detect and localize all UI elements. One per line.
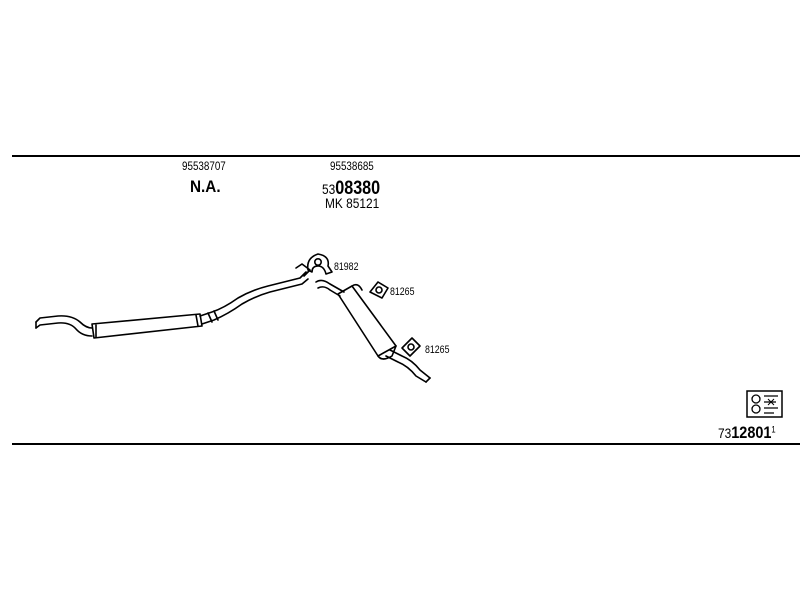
middle-pipe (199, 263, 311, 325)
centre-silencer (91, 313, 203, 339)
gasket-lower-icon (401, 337, 421, 357)
code-2: 5308380 (322, 179, 380, 198)
diagram-number-main: 12801 (731, 423, 772, 442)
callout-gasket-upper: 81265 (390, 286, 415, 298)
code-1: N.A. (190, 177, 221, 196)
bottom-rule (12, 443, 800, 445)
part-number-2: 95538685 (330, 159, 374, 173)
code-2-prefix: 53 (322, 181, 336, 197)
gasket-upper-icon (369, 281, 389, 299)
callout-gasket-lower: 81265 (425, 344, 450, 356)
top-rule (12, 155, 800, 157)
part-number-1: 95538707 (182, 159, 226, 173)
callout-clamp: 81982 (334, 261, 359, 273)
code-2-main: 08380 (335, 178, 381, 199)
front-pipe (35, 315, 93, 337)
secondary-code-2: MK 85121 (325, 195, 380, 211)
diagram-number-suffix: 1 (771, 424, 776, 435)
clamp-icon (306, 253, 333, 275)
rear-silencer (315, 279, 431, 383)
exhaust-system-symbol-icon (746, 390, 783, 418)
diagram-number-prefix: 73 (718, 425, 732, 441)
diagram-number: 73128011 (718, 424, 776, 441)
